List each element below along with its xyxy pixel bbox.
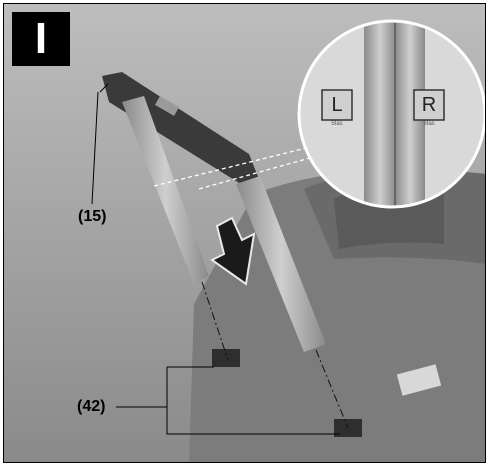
right-tag-subtext: 5fas (423, 121, 435, 127)
inset-border (297, 19, 485, 209)
assembly-figure: L R 5fas 5fas I (15) (42) (3, 3, 486, 463)
guide-line-right (315, 349, 349, 429)
left-tag-box (321, 89, 353, 121)
step-badge: I (12, 12, 70, 66)
handle-tube-left (122, 96, 209, 284)
callout-socket-label: (42) (77, 398, 106, 415)
handle-button (154, 96, 180, 116)
callout-bracket-42 (166, 366, 340, 435)
label-plate (396, 364, 442, 396)
guide-line-left (201, 281, 229, 361)
inset-pointer-lower (198, 153, 325, 190)
left-tag-letter: L (331, 94, 343, 116)
right-tag-box (413, 89, 445, 121)
insertion-arrow (210, 216, 256, 286)
handle-tube-right (236, 176, 326, 352)
assembly-illustration (4, 4, 485, 462)
callout-line-15 (91, 91, 99, 205)
socket-left (212, 349, 240, 367)
left-tag-subtext: 5fas (331, 121, 343, 127)
detail-inset (299, 21, 485, 207)
callout-tick-15 (99, 83, 109, 93)
right-tag-letter: R (421, 94, 437, 116)
callout-handle-label: (15) (78, 208, 107, 225)
